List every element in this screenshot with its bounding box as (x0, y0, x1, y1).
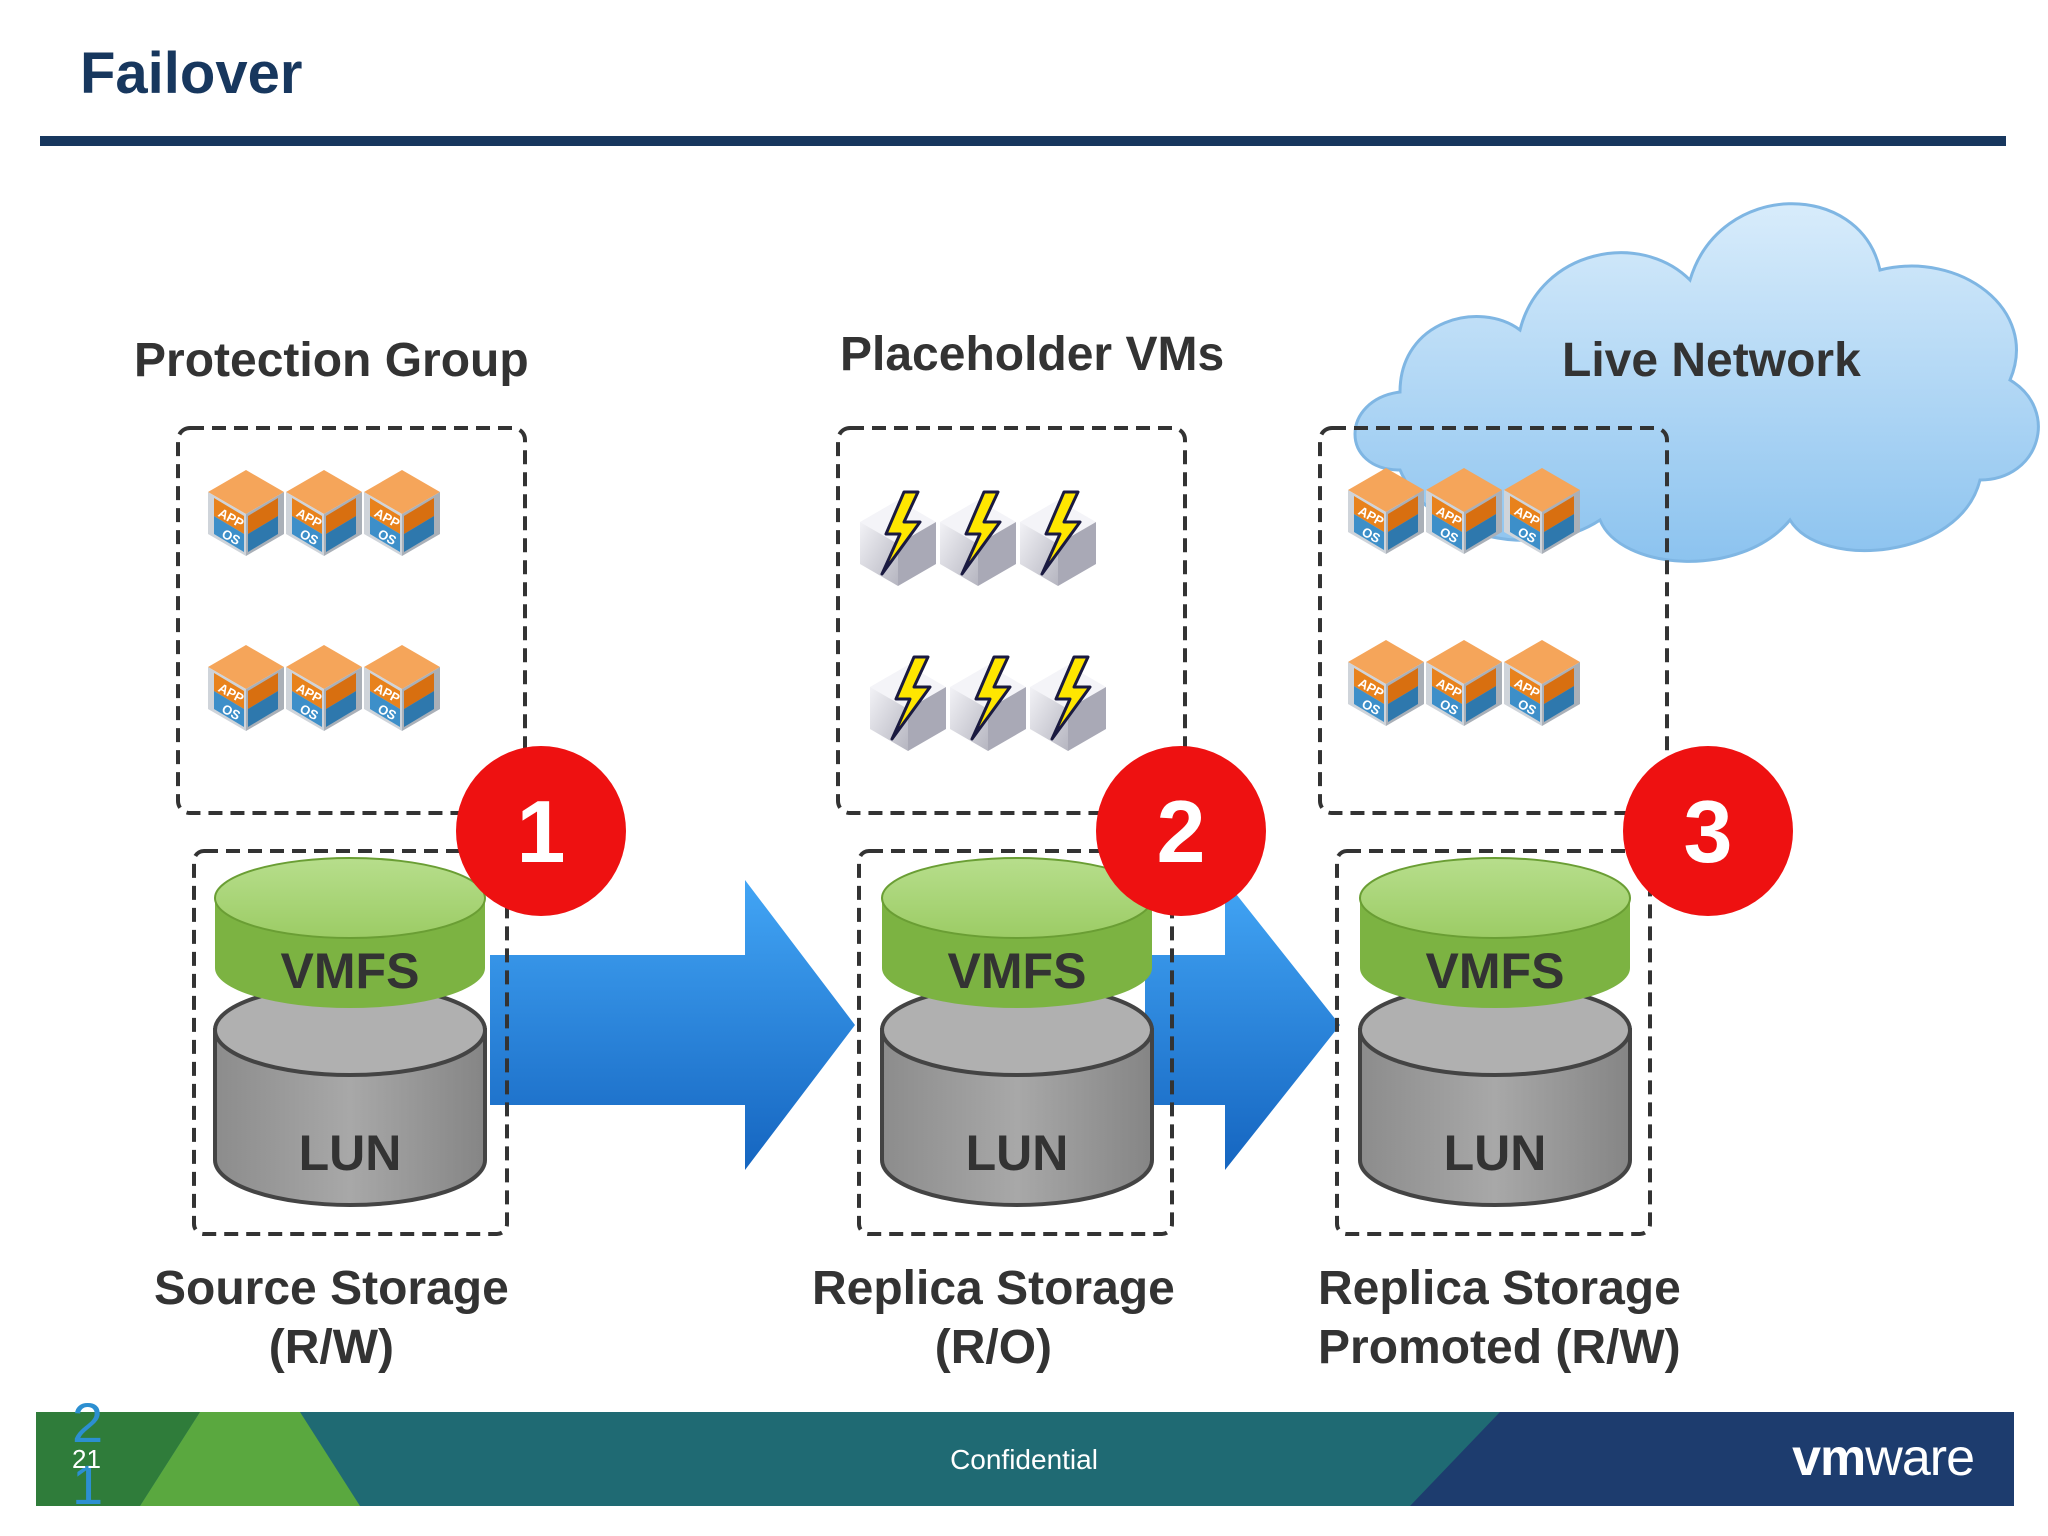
replica-vmfs-disk (881, 857, 1153, 1008)
step-2-badge: 2 (1096, 746, 1266, 916)
placeholder-vm-icon (1028, 655, 1108, 753)
source-vmfs-label: VMFS (281, 943, 420, 999)
promoted-lun-label: LUN (1444, 1125, 1547, 1181)
source-lun-cylinder (213, 983, 487, 1207)
vmware-logo: vmware (1792, 1428, 1975, 1488)
placeholder-vms-label: Placeholder VMs (840, 328, 1225, 381)
step-3-number: 3 (1684, 782, 1733, 881)
source-storage-label: Source Storage (R/W) (154, 1260, 509, 1377)
source-vmfs-disk (214, 857, 486, 1008)
app-os-vm-icon (1504, 640, 1580, 726)
app-os-vm-icon (208, 470, 284, 556)
promoted-lun-cylinder (1358, 983, 1632, 1207)
title-divider (40, 136, 2006, 146)
placeholder-vms (858, 490, 1108, 753)
placeholder-vm-icon (948, 655, 1028, 753)
replica-vmfs-label: VMFS (948, 943, 1087, 999)
placeholder-vms-box (836, 426, 1187, 815)
placeholder-vm-icon (858, 490, 938, 588)
step-3-badge: 3 (1623, 746, 1793, 916)
step-1-number: 1 (517, 782, 566, 881)
live-network-label: Live Network (1562, 334, 1861, 387)
source-storage-line1: Source Storage (154, 1262, 509, 1315)
app-os-vm-icon (1426, 640, 1502, 726)
source-storage-box (192, 849, 509, 1236)
promoted-storage-line1: Replica Storage (1318, 1262, 1681, 1315)
slide-title: Failover (80, 41, 303, 106)
placeholder-vm-icon (1018, 490, 1098, 588)
step-1-badge: 1 (456, 746, 626, 916)
replica-storage-box (857, 849, 1174, 1236)
app-os-vm-icon (1348, 640, 1424, 726)
step-2-number: 2 (1157, 782, 1206, 881)
source-lun-label: LUN (299, 1125, 402, 1181)
replication-arrow (490, 880, 855, 1170)
replica-storage-line2: (R/O) (934, 1320, 1053, 1374)
promoted-vmfs-label: VMFS (1426, 943, 1565, 999)
vmware-logo-bold: vm (1792, 1429, 1866, 1487)
cloud-icon (1353, 202, 2040, 563)
promoted-storage-box (1335, 849, 1652, 1236)
protection-group-box (176, 426, 527, 815)
replica-lun-label: LUN (966, 1125, 1069, 1181)
app-os-vm-icon (364, 645, 440, 731)
live-network-box (1318, 426, 1669, 815)
app-os-vm-icon (364, 470, 440, 556)
vmware-logo-light: ware (1865, 1429, 1975, 1487)
slide-number-overflow: 2 1 (72, 1391, 104, 1516)
promoted-storage-line2: Promoted (R/W) (1318, 1320, 1681, 1374)
slide-number: 21 (72, 1444, 101, 1474)
placeholder-vm-icon (938, 490, 1018, 588)
replica-storage-line1: Replica Storage (812, 1262, 1175, 1315)
replica-storage-label: Replica Storage (R/O) (812, 1260, 1175, 1377)
live-network-vms (1348, 468, 1580, 726)
footer-band (36, 1412, 2014, 1506)
placeholder-vm-icon (868, 655, 948, 753)
confidential-label: Confidential (950, 1444, 1098, 1475)
protection-group-label: Protection Group (134, 334, 529, 387)
app-os-vm-icon (286, 470, 362, 556)
app-os-vm-icon (286, 645, 362, 731)
source-storage-line2: (R/W) (268, 1320, 395, 1374)
promoted-storage-label: Replica Storage Promoted (R/W) (1318, 1260, 1681, 1377)
replica-lun-cylinder (880, 983, 1154, 1207)
promoted-vmfs-disk (1359, 857, 1631, 1008)
protection-group-vms (208, 470, 440, 731)
failover-arrow (1145, 880, 1340, 1170)
app-os-vm-icon (208, 645, 284, 731)
